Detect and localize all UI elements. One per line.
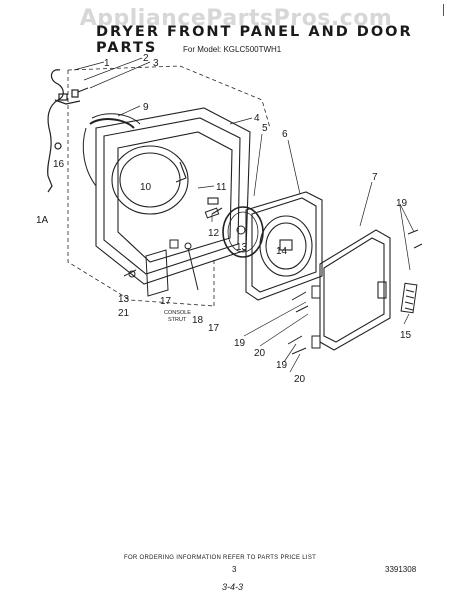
callout-12: 12: [208, 228, 220, 239]
outer-door: [319, 229, 391, 351]
callout-10: 10: [140, 182, 152, 193]
callout-20-top: 20: [254, 348, 266, 359]
callout-1: 1: [104, 58, 110, 69]
door-strike: [128, 207, 246, 278]
corner-mark: [443, 4, 444, 16]
console-strut: [123, 239, 199, 297]
callout-16: 16: [53, 159, 65, 170]
inner-door: [245, 191, 323, 301]
callout-7: 7: [372, 172, 378, 183]
wire-harness: [47, 69, 89, 193]
assembly-outline: [67, 65, 271, 307]
callout-11: 11: [216, 182, 227, 193]
callout-5: 5: [262, 123, 268, 134]
sheet-reference: 3-4-3: [222, 582, 244, 592]
document-number: 3391308: [385, 565, 417, 574]
page-title: DRYER FRONT PANEL AND DOOR PARTS: [96, 24, 413, 56]
watermark: AppliancePartsPros.com: [79, 6, 393, 31]
callout-20-bottom: 20: [294, 374, 306, 385]
callout-18: 18: [192, 315, 204, 326]
callout-19-middle: 19: [234, 338, 246, 349]
callout-6: 6: [282, 129, 288, 140]
callout-1a: 1A: [36, 215, 49, 226]
callout-13-panel: 13: [118, 294, 130, 305]
callout-19-bottom: 19: [276, 360, 288, 371]
callout-13-door: 13: [236, 242, 248, 253]
callout-14: 14: [276, 246, 288, 257]
callout-2: 2: [143, 53, 149, 64]
door-handle: [400, 282, 418, 314]
model-subtitle: For Model: KGLC500TWH1: [183, 45, 282, 54]
callout-17-right: 17: [208, 323, 220, 334]
front-panel: [95, 107, 251, 285]
callout-3: 3: [153, 58, 159, 69]
callout-19-top: 19: [396, 198, 408, 209]
callout-21: 21: [118, 308, 130, 319]
ordering-note: FOR ORDERING INFORMATION REFER TO PARTS …: [124, 555, 317, 561]
hinges-and-screws: [287, 229, 423, 355]
door-seal-ring: [82, 113, 141, 187]
console-strut-label-line1: CONSOLE: [164, 310, 191, 316]
leader-lines: [73, 57, 415, 373]
callout-15: 15: [400, 330, 412, 341]
callout-4: 4: [254, 113, 260, 124]
callout-17-left: 17: [160, 296, 172, 307]
callout-9: 9: [143, 102, 149, 113]
console-strut-label-line2: STRUT: [168, 317, 187, 323]
page-number: 3: [232, 565, 237, 574]
